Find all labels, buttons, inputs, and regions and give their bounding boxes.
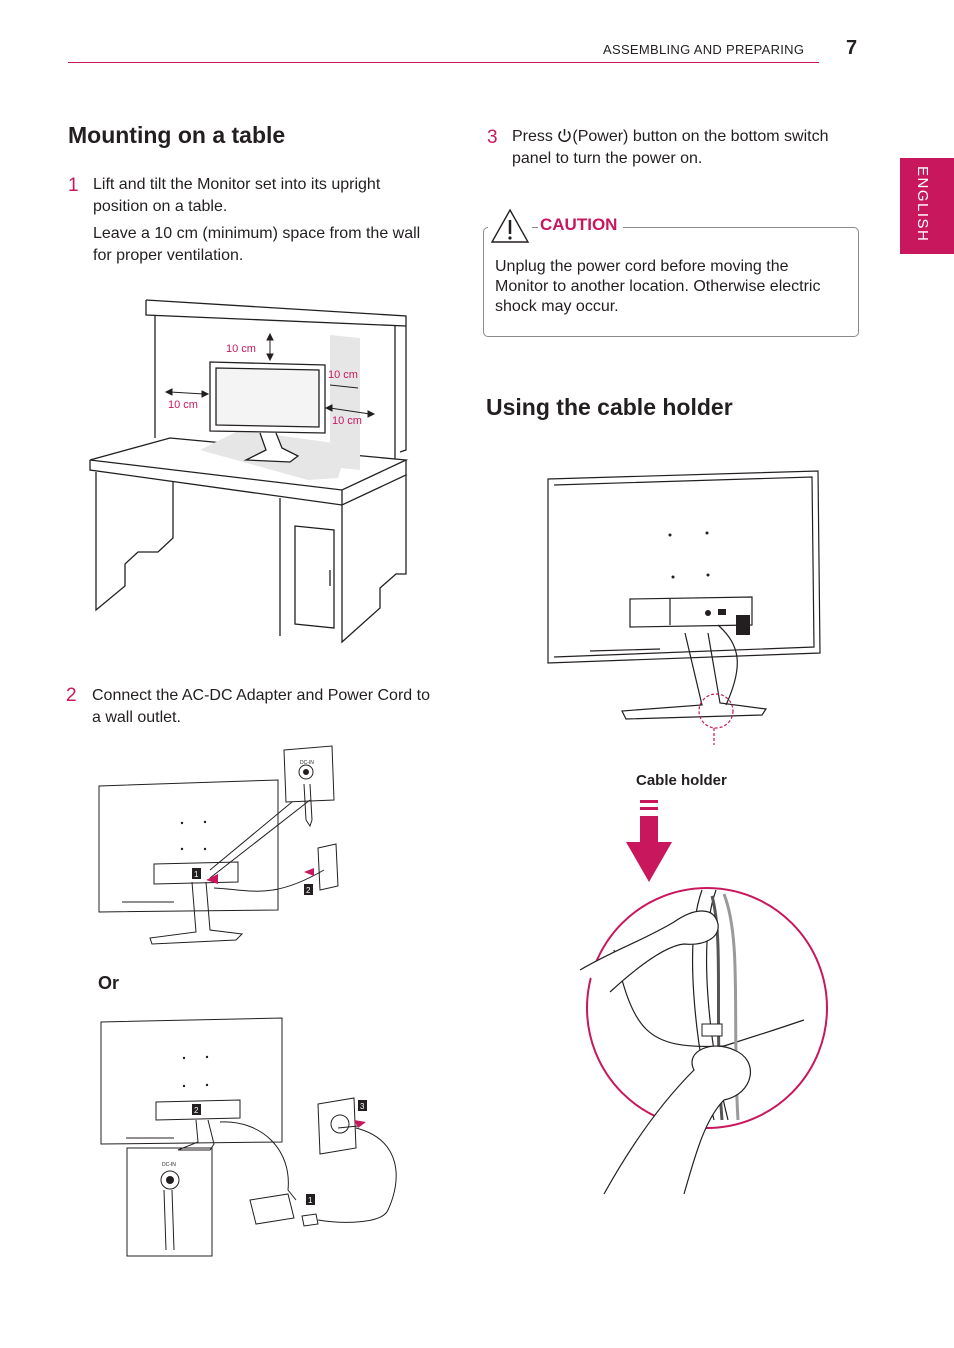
step-3-text-after: (Power) button on the bottom switch pane… (512, 128, 829, 167)
header-rule (68, 62, 819, 63)
callout-1-text: 1 (194, 870, 199, 879)
callout-1b-text: 1 (308, 1196, 313, 1205)
warning-icon (488, 206, 532, 246)
callout-3-text: 3 (360, 1102, 365, 1111)
power-icon (558, 129, 572, 142)
callout-1b (306, 1194, 315, 1205)
cable-holder-label: Cable holder (636, 772, 727, 789)
language-tab-label: ENGLISH (914, 166, 931, 243)
callout-2 (304, 884, 313, 895)
language-tab: ENGLISH (900, 158, 954, 254)
dc-in-port-label-2: DC-IN (162, 1162, 176, 1168)
callout-2b (192, 1104, 201, 1115)
clearance-label-right-top: 10 cm (328, 369, 358, 381)
clearance-label-top: 10 cm (226, 343, 256, 355)
step-1-text: Lift and tilt the Monitor set into its u… (93, 176, 381, 215)
cable-holder-closeup (579, 887, 828, 1195)
clearance-label-back: 10 cm (332, 415, 362, 427)
monitor-back-illustration (547, 470, 821, 745)
dc-in-port-label: DC-IN (300, 760, 314, 766)
callout-3 (358, 1100, 367, 1111)
step-2-number: 2 (66, 685, 77, 706)
step-1-subtext: Leave a 10 cm (minimum) space from the w… (93, 225, 421, 264)
callout-2b-text: 2 (194, 1106, 199, 1115)
connection-diagram-adapter: DC-IN 1 2 (98, 745, 339, 945)
cable-holder-title: Using the cable holder (486, 394, 733, 420)
caution-title: CAUTION (538, 215, 624, 235)
step-3-text: Press (Power) button on the bottom switc… (512, 126, 852, 170)
caution-text: Unplug the power cord before moving the … (495, 258, 821, 315)
callout-1 (192, 868, 201, 879)
mounting-title: Mounting on a table (68, 122, 286, 148)
step-3-text-before: Press (512, 128, 553, 145)
page-number: 7 (846, 37, 858, 59)
step-2-text: Connect the AC-DC Adapter and Power Cord… (92, 687, 430, 726)
step-3-number: 3 (487, 127, 498, 148)
connection-diagram-cord: DC-IN 2 3 1 (100, 1017, 397, 1257)
step-1-number: 1 (68, 175, 79, 196)
or-label: Or (98, 973, 120, 993)
desk-illustration: 10 cm 10 cm 10 cm 10 cm (89, 299, 409, 644)
clearance-label-left: 10 cm (168, 399, 198, 411)
callout-2-text: 2 (306, 886, 311, 895)
caution-box (483, 227, 859, 337)
section-label: ASSEMBLING AND PREPARING (603, 42, 805, 57)
down-arrow-icon (626, 800, 672, 882)
